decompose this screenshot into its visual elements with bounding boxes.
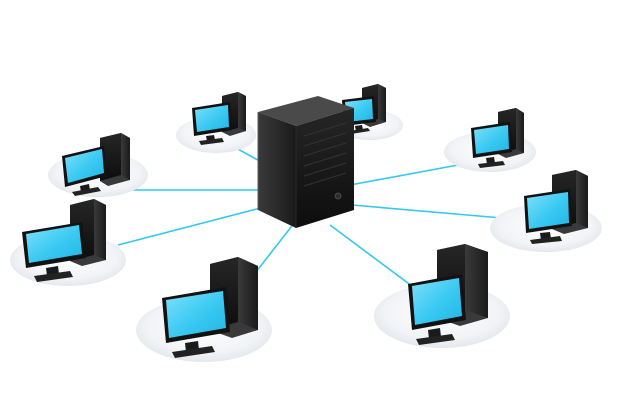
power-button bbox=[334, 192, 342, 200]
workstation-bottom-right bbox=[374, 244, 510, 348]
workstations bbox=[10, 84, 602, 362]
server-hub bbox=[257, 96, 354, 228]
server-tower-icon bbox=[257, 96, 354, 228]
desktop-computer-icon bbox=[62, 133, 130, 196]
network-link bbox=[117, 204, 273, 246]
network-link bbox=[349, 164, 459, 186]
network-link bbox=[329, 224, 421, 293]
server-drive-bays bbox=[303, 122, 347, 187]
network-links bbox=[117, 125, 503, 296]
workstation-upper-right bbox=[444, 108, 536, 172]
workstation-top-left bbox=[176, 92, 256, 153]
network-link bbox=[351, 204, 503, 219]
desktop-computer-icon bbox=[22, 199, 106, 282]
desktop-computer-icon bbox=[192, 92, 246, 145]
desktop-computer-icon bbox=[162, 257, 258, 358]
workstation-upper-left bbox=[48, 133, 148, 197]
workstation-bottom-left bbox=[136, 257, 272, 362]
desktop-computer-icon bbox=[471, 108, 524, 168]
workstation-right bbox=[490, 170, 602, 252]
desktop-computer-icon bbox=[524, 170, 588, 244]
workstation-left bbox=[10, 199, 126, 286]
desktop-computer-icon bbox=[408, 244, 488, 345]
